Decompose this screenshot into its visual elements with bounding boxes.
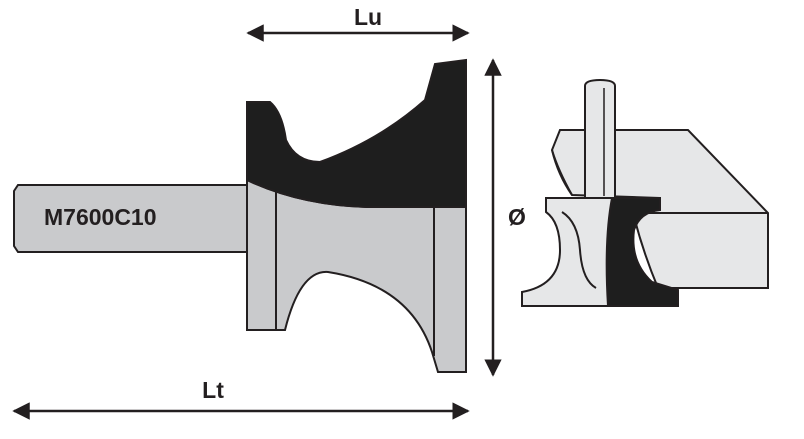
- diameter-label: Ø: [508, 204, 526, 230]
- router-bit: [13, 58, 467, 373]
- application-cutter-profile: [561, 211, 597, 289]
- application-carbide: [605, 197, 679, 307]
- application-cutter-steel: [521, 197, 613, 307]
- lu-label: Lu: [354, 4, 382, 30]
- carbide-insert: [246, 58, 467, 208]
- application-shank: [584, 78, 616, 199]
- lt-label: Lt: [202, 377, 224, 403]
- model-label: M7600C10: [44, 204, 157, 230]
- workpiece-profile-edge: [551, 149, 573, 196]
- application-illustration: [521, 78, 769, 307]
